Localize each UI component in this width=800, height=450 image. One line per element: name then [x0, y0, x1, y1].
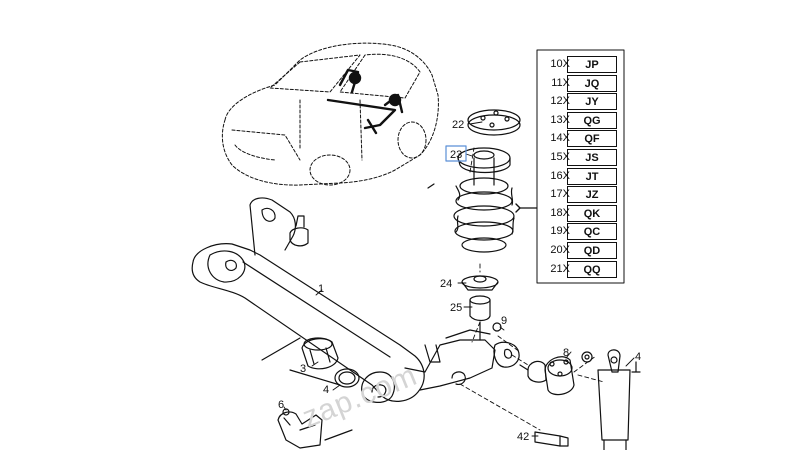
- code-value: QK: [567, 204, 617, 222]
- rear-axle-beam: [191, 197, 520, 403]
- callout-4-shock: 4: [635, 351, 641, 363]
- code-quantity: 18X: [550, 206, 570, 219]
- callout-3: 3: [300, 363, 306, 375]
- code-quantity: 17X: [550, 188, 570, 201]
- code-quantity: 20X: [550, 244, 570, 256]
- code-quantity: 15X: [550, 151, 570, 163]
- code-quantity: 10X: [550, 58, 570, 70]
- code-value: QQ: [567, 260, 617, 278]
- code-quantity: 16X: [550, 169, 570, 182]
- code-quantity: 12X: [550, 95, 570, 108]
- code-quantity: 14X: [550, 132, 570, 145]
- mounting-bracket: [277, 408, 353, 449]
- callout-leaders: [283, 121, 635, 437]
- callout-9: 9: [501, 315, 507, 327]
- car-suspension-highlight: [326, 68, 404, 135]
- callout-24: 24: [440, 278, 452, 290]
- code-value: JP: [567, 56, 617, 73]
- shock-absorber: [581, 349, 641, 450]
- callout-6: 6: [278, 399, 284, 411]
- code-quantity: 19X: [550, 225, 570, 238]
- code-quantity: 11X: [551, 76, 570, 89]
- code-value: JY: [567, 93, 617, 111]
- bush-and-ring: [261, 337, 360, 388]
- callout-23: 23: [450, 149, 462, 161]
- code-quantity: 13X: [550, 113, 570, 126]
- code-value: QD: [567, 242, 617, 259]
- spring-assembly: [427, 109, 521, 341]
- code-value: QG: [567, 111, 617, 129]
- callout-25: 25: [450, 302, 462, 314]
- callout-23-highlight-box: [445, 145, 467, 162]
- callout-1: 1: [318, 283, 324, 295]
- bolt-42: [534, 431, 569, 447]
- code-value: JS: [567, 149, 617, 166]
- callout-42: 42: [517, 431, 529, 443]
- leader-lines: [459, 147, 605, 431]
- code-value: JZ: [567, 186, 617, 204]
- code-value: JQ: [567, 74, 617, 92]
- code-quantity: 21X: [550, 262, 570, 275]
- callout-8: 8: [563, 347, 569, 359]
- wheel-hub: [519, 356, 575, 396]
- code-value: QC: [567, 223, 617, 241]
- callout-22: 22: [452, 119, 464, 131]
- car-illustration: [221, 42, 439, 186]
- callout-4-ring: 4: [323, 384, 329, 396]
- code-bracket: [515, 49, 625, 284]
- code-value: QF: [567, 130, 617, 148]
- code-value: JT: [567, 167, 617, 185]
